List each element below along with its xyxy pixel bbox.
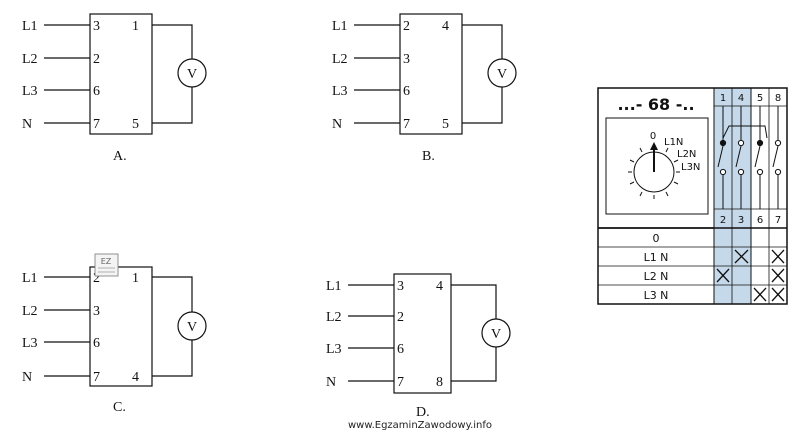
terminal-label: 3 [397,279,404,294]
contact-closed-cross [771,287,785,302]
line-label-l3: L3 [22,336,38,351]
switch-block [393,273,452,394]
terminal-label: 4 [436,279,443,294]
footer-watermark: www.EgzaminZawodowy.info [348,420,492,431]
bottom-terminal: 7 [775,215,781,226]
option-caption: B. [422,149,435,164]
contact-closed-cross [734,249,749,264]
bottom-terminal: 2 [720,215,726,226]
terminal-label: 2 [397,310,404,325]
option-d-diagram: L1 L2 L3 N 3 2 6 7 4 8 V D. [326,273,511,420]
line-label-l3: L3 [326,342,342,357]
terminal-label: 5 [442,117,449,132]
line-label-n: N [326,375,336,390]
contact-crosses [716,249,785,302]
voltmeter [177,311,207,341]
dial-face [605,117,709,215]
switch-block [89,266,153,387]
terminal-label: 6 [93,336,100,351]
terminal-label: 7 [93,370,100,385]
terminal-label: 7 [397,375,404,390]
line-label-l2: L2 [326,310,342,325]
top-terminal: 8 [775,93,781,104]
terminal-label: 7 [93,117,100,132]
table-row-label: L2 N [644,270,669,283]
terminal-label: 3 [93,19,100,34]
switch-block [89,13,153,135]
dial-position-l1n: L1N [664,137,683,148]
voltmeter-label: V [187,320,197,335]
terminal-label: 8 [436,375,443,390]
bottom-terminal: 3 [738,215,744,226]
line-label-l3: L3 [332,84,348,99]
terminal-label: 7 [403,117,410,132]
line-label-l1: L1 [22,271,38,286]
terminal-label: 2 [93,271,100,286]
terminal-label: 1 [132,271,139,286]
line-label-l2: L2 [22,52,38,67]
voltmeter [177,58,207,88]
voltmeter-label: V [491,327,501,342]
switch-block [399,13,463,135]
terminal-label: 2 [403,19,410,34]
voltmeter-switch-panel: ...- 68 -.. 0 L1N L2N [597,87,788,305]
option-b-diagram: L1 L2 L3 N 2 3 6 7 4 5 V B. [332,13,517,164]
voltmeter-label: V [187,67,197,82]
terminal-label: 3 [93,304,100,319]
voltmeter [481,318,511,348]
line-label-l3: L3 [22,84,38,99]
table-row-label: L1 N [644,251,669,264]
table-row-label: L3 N [644,289,669,302]
contact-closed-cross [771,268,785,283]
line-label-l1: L1 [332,19,348,34]
line-label-l1: L1 [22,19,38,34]
terminal-label: 6 [397,342,404,357]
terminal-label: 3 [403,52,410,67]
dial-position-l2n: L2N [677,149,696,160]
dial-position-0: 0 [650,131,656,142]
switch-code: ...- 68 -.. [617,95,694,114]
voltmeter-label: V [497,67,507,82]
terminal-label: 4 [442,19,449,34]
option-caption: D. [416,405,430,420]
option-caption: A. [113,149,127,164]
voltmeter [487,58,517,88]
watermark-stamp-text: EZ [101,257,112,266]
watermark-stamp: EZ [94,253,119,277]
contact-closed-cross [753,287,767,302]
table-row-label: 0 [653,232,660,245]
contact-schematic [717,106,782,209]
top-terminal: 1 [720,93,726,104]
contact-closed-cross [771,249,785,264]
option-caption: C. [113,400,126,415]
rotary-dial: 0 L1N L2N L3N [628,131,700,199]
line-label-l2: L2 [332,52,348,67]
top-terminal: 4 [738,93,744,104]
line-label-n: N [22,370,32,385]
terminal-label: 4 [132,370,139,385]
line-label-l2: L2 [22,304,38,319]
dial-position-l3n: L3N [681,162,700,173]
line-label-l1: L1 [326,279,342,294]
option-a-diagram: L1 L2 L3 N 3 2 6 7 1 5 V A. [22,13,207,164]
highlight-column [714,88,751,304]
terminal-label: 6 [93,84,100,99]
terminal-label: 1 [132,19,139,34]
terminal-label: 2 [93,52,100,67]
line-label-n: N [332,117,342,132]
terminal-label: 6 [403,84,410,99]
top-terminal: 5 [757,93,763,104]
contact-closed-cross [716,268,730,283]
option-c-diagram: L1 L2 L3 N 2 3 6 7 1 4 V C. EZ [22,253,207,415]
line-label-n: N [22,117,32,132]
terminal-label: 5 [132,117,139,132]
bottom-terminal: 6 [757,215,763,226]
